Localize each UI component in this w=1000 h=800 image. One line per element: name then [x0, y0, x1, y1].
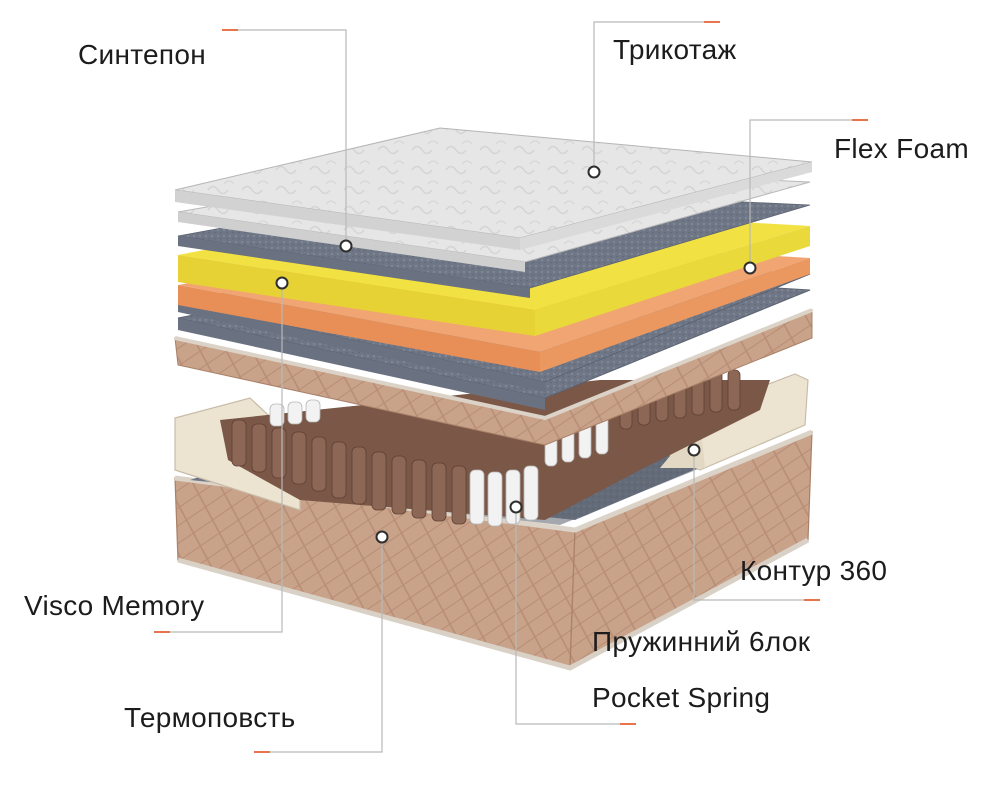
accent-dashes: [154, 21, 868, 753]
marker-kontur: [687, 443, 701, 457]
marker-visco: [275, 276, 289, 290]
leader-lines: [170, 21, 868, 753]
marker-sintepon: [339, 239, 353, 253]
leader-flex-foam: [749, 119, 868, 268]
trikotazh-top-layer: [174, 127, 813, 250]
leader-sintepon: [222, 29, 347, 246]
label-visco-memory: Visco Memory: [24, 590, 205, 621]
marker-flex-foam: [743, 261, 757, 275]
leader-visco: [170, 283, 283, 633]
leader-kontur: [693, 450, 820, 601]
label-termopovst: Термоповсть: [124, 702, 296, 733]
label-spring-block: Пружинний 6лок: [592, 626, 811, 657]
label-flex-foam: Flex Foam: [834, 133, 969, 164]
leader-trikotazh: [593, 21, 720, 172]
leader-spring: [515, 507, 636, 725]
marker-dots: [275, 165, 757, 544]
upper-quilted-panel: [174, 308, 813, 446]
label-sintepon: Синтепон: [78, 39, 207, 70]
leader-termopovst: [270, 537, 383, 753]
label-pocket-spring: Pocket Spring: [592, 682, 771, 713]
label-kontur-360: Контур 360: [740, 555, 888, 586]
marker-spring: [509, 500, 523, 514]
marker-termopovst: [375, 530, 389, 544]
label-trikotazh: Трикотаж: [613, 34, 737, 65]
marker-trikotazh: [587, 165, 601, 179]
pocket-spring-block: [220, 369, 770, 527]
